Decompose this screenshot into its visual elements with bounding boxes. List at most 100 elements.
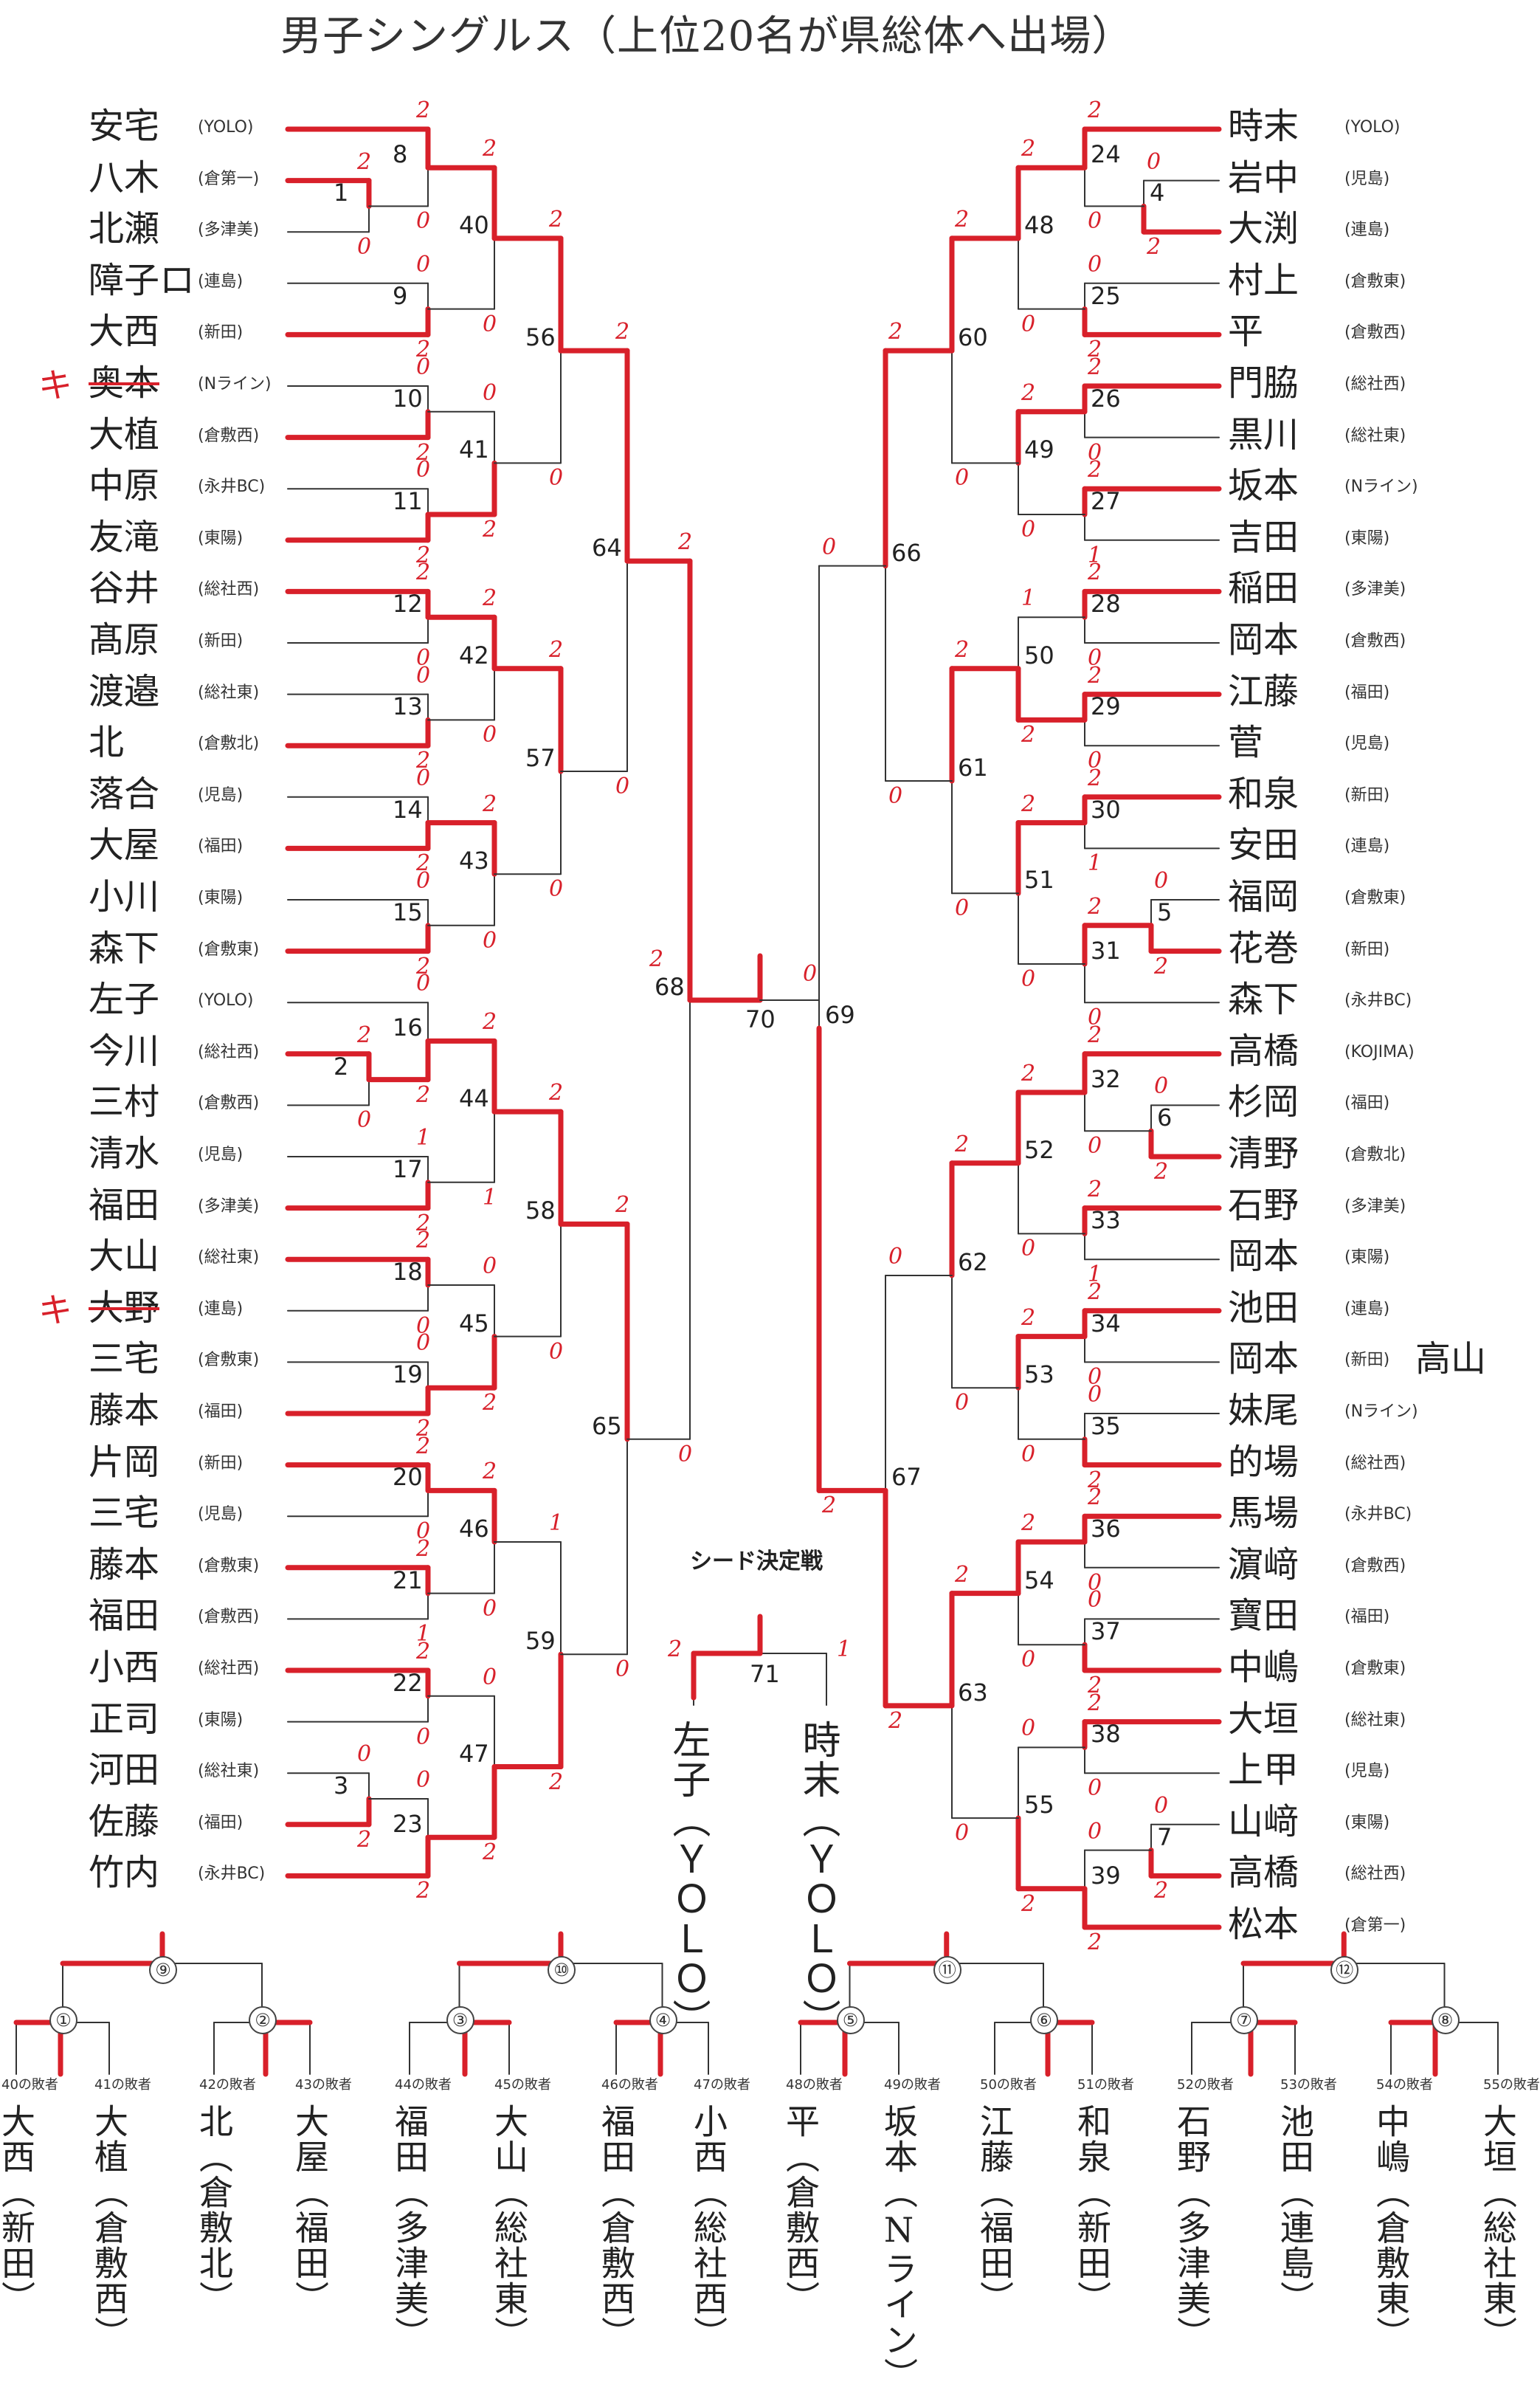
- match-score: 2: [483, 517, 497, 543]
- consolation-slot-label: 54の敗者: [1376, 2077, 1433, 2093]
- match-number: 69: [825, 1001, 855, 1029]
- player-name: 北: [89, 722, 125, 764]
- player-club: (児島): [198, 1146, 244, 1164]
- match-score: 0: [357, 234, 372, 261]
- match-score: 2: [416, 1228, 431, 1254]
- match-score: 0: [1088, 748, 1102, 774]
- consolation-match-number: ⑤: [836, 2006, 865, 2034]
- match-score: 2: [416, 337, 431, 363]
- player-club: (Nライン): [198, 375, 272, 393]
- match-number: 41: [459, 435, 489, 464]
- match-number: 32: [1091, 1065, 1121, 1093]
- player-name: 和泉: [1228, 773, 1299, 815]
- match-score: 0: [416, 1767, 431, 1793]
- match-score: 2: [416, 542, 431, 568]
- final-score: 0: [803, 960, 818, 987]
- player-club: (YOLO): [198, 118, 254, 137]
- player-name: 竹内: [89, 1852, 160, 1894]
- match-number: 22: [393, 1668, 423, 1697]
- player-club: (福田): [198, 1813, 244, 1832]
- player-club: (倉敷西): [1344, 323, 1406, 342]
- match-score: 2: [1088, 1673, 1102, 1698]
- match-score: 1: [416, 1621, 431, 1647]
- match-number: 8: [393, 140, 408, 169]
- match-score: 2: [615, 319, 630, 345]
- match-number: 64: [592, 534, 622, 562]
- match-score: 0: [1154, 1073, 1169, 1100]
- match-score: 0: [1021, 966, 1036, 992]
- match-score: 0: [1147, 148, 1161, 175]
- player-club: (新田): [198, 323, 244, 342]
- seed-score: 2: [668, 1636, 683, 1662]
- match-number: 53: [1024, 1360, 1054, 1389]
- match-score: 2: [1088, 559, 1102, 586]
- player-name: 岡本: [1228, 1236, 1299, 1278]
- player-club: (KOJIMA): [1344, 1042, 1415, 1061]
- player-name: 稲田: [1228, 568, 1299, 610]
- match-number: 58: [525, 1196, 556, 1225]
- player-name: 池田: [1228, 1287, 1299, 1329]
- player-name: 落合: [89, 773, 160, 815]
- page-title: 男子シングルス（上位20名が県総体へ出場）: [280, 13, 1134, 61]
- match-number: 23: [393, 1810, 423, 1839]
- final-match-number: 70: [745, 1005, 776, 1033]
- player-name: 今川: [89, 1030, 160, 1072]
- match-number: 3: [334, 1771, 349, 1800]
- player-club: (多津美): [1344, 580, 1406, 599]
- player-name: 的場: [1228, 1441, 1299, 1483]
- player-club: (多津美): [198, 221, 260, 240]
- match-score: 0: [615, 1656, 630, 1683]
- player-club: (総社東): [198, 1762, 260, 1781]
- match-number: 18: [393, 1258, 423, 1286]
- match-number: 47: [459, 1739, 489, 1768]
- player-name: 時末: [1228, 106, 1299, 147]
- player-name: 門脇: [1228, 362, 1299, 404]
- player-club: (永井BC): [1344, 1505, 1412, 1524]
- match-score: 0: [416, 1724, 431, 1750]
- consolation-player: 中嶋（倉敷東）: [1371, 2104, 1411, 2352]
- match-number: 2: [334, 1052, 349, 1081]
- match-score: 0: [1021, 1441, 1036, 1467]
- consolation-slot-label: 47の敗者: [694, 2077, 750, 2093]
- match-score: 2: [1088, 1929, 1102, 1955]
- match-score: 1: [416, 1125, 431, 1151]
- player-name: 濵﨑: [1228, 1543, 1299, 1585]
- match-score: 0: [888, 1243, 903, 1270]
- consolation-slot-label: 42の敗者: [199, 2077, 256, 2093]
- match-number: 68: [655, 972, 685, 1001]
- player-name: 八木: [89, 156, 160, 199]
- player-club: (永井BC): [198, 478, 266, 497]
- match-score: 0: [1088, 1569, 1102, 1596]
- match-score: 2: [549, 636, 564, 663]
- match-score: 2: [416, 1639, 431, 1664]
- match-number: 25: [1091, 281, 1121, 310]
- match-score: 2: [357, 1826, 372, 1853]
- consolation-slot-label: 48の敗者: [786, 2077, 843, 2093]
- player-club: (児島): [1344, 169, 1390, 188]
- seed-match-number: 71: [750, 1660, 780, 1688]
- player-club: (新田): [1344, 1351, 1390, 1370]
- match-number: 7: [1157, 1822, 1173, 1851]
- player-name: 福岡: [1228, 876, 1299, 917]
- match-score: 1: [483, 1184, 497, 1211]
- player-name: 片岡: [89, 1441, 160, 1483]
- player-name: 三宅: [89, 1492, 160, 1535]
- player-name: 村上: [1228, 259, 1299, 301]
- player-name: 大山: [89, 1236, 160, 1278]
- match-number: 67: [891, 1463, 922, 1492]
- player-name: 菅: [1228, 722, 1264, 764]
- match-score: 2: [483, 791, 497, 817]
- match-score: 0: [1088, 439, 1102, 466]
- player-club: (総社東): [1344, 426, 1406, 445]
- match-score: 0: [549, 876, 564, 903]
- tournament-bracket: [13, 126, 1499, 2077]
- match-number: 49: [1024, 435, 1054, 464]
- player-name: 江藤: [1228, 670, 1299, 712]
- consolation-slot-label: 40の敗者: [1, 2077, 58, 2093]
- match-number: 66: [891, 538, 922, 567]
- consolation-slot-label: 44の敗者: [395, 2077, 452, 2093]
- consolation-player: 福田（倉敷西）: [596, 2104, 636, 2352]
- match-score: 2: [1088, 893, 1102, 920]
- consolation-player: 石野（多津美）: [1172, 2104, 1212, 2352]
- player-club: (Nライン): [1344, 1402, 1418, 1421]
